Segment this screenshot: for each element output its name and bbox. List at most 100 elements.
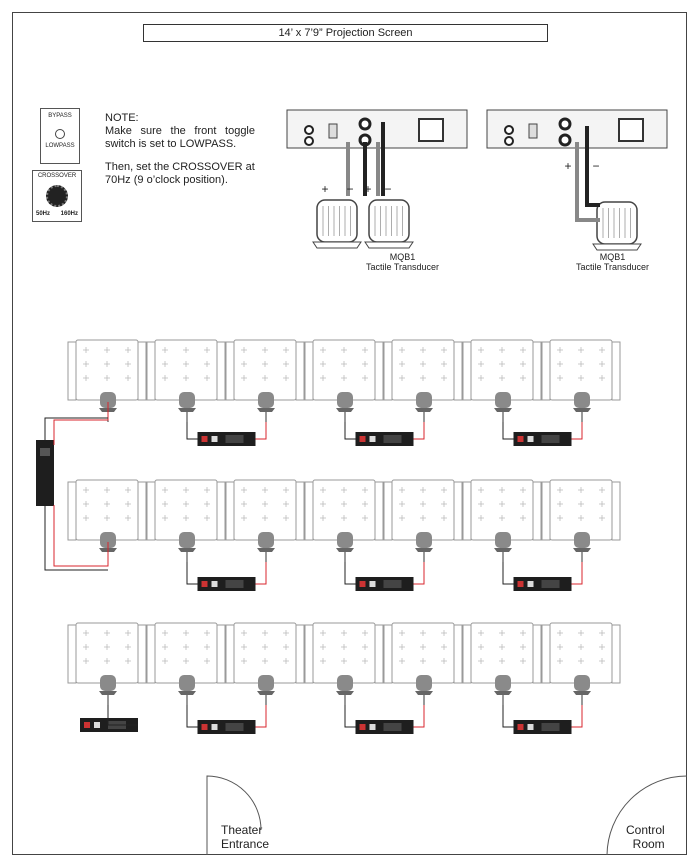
- seat-tuft: [341, 630, 347, 636]
- seat-tuft: [183, 630, 189, 636]
- amplifier: [197, 720, 256, 734]
- seat-tuft: [478, 375, 484, 381]
- transducer-body: [179, 392, 195, 408]
- seat-tuft: [241, 375, 247, 381]
- seat-armrest-left: [225, 341, 235, 401]
- seat: [225, 339, 305, 401]
- seat-armrest-left: [462, 341, 472, 401]
- amp-terminal: [527, 581, 534, 587]
- seat-armrest-right: [611, 341, 621, 401]
- seat-tuft: [83, 501, 89, 507]
- transducer-icon: [257, 675, 275, 705]
- seat-armrest-left: [383, 341, 393, 401]
- seat-tuft: [441, 487, 447, 493]
- seat-armrest-right: [216, 624, 226, 684]
- seat-tuft: [162, 375, 168, 381]
- projection-screen: 14’ x 7’9” Projection Screen: [143, 24, 548, 42]
- rear-panel-2: [486, 109, 668, 149]
- seat-tuft: [441, 658, 447, 664]
- transducer-icon: [573, 675, 591, 705]
- seat-armrest-right: [374, 624, 384, 684]
- seat: [541, 622, 621, 684]
- power-inlet: [418, 118, 444, 142]
- transducer-base: [178, 548, 196, 552]
- seat-tuft: [499, 375, 505, 381]
- seat-armrest-left: [225, 481, 235, 541]
- door-label-line: Control: [626, 823, 665, 837]
- amp-terminal: [369, 581, 376, 587]
- wire-red: [413, 562, 425, 585]
- transducer-desc: Tactile Transducer: [365, 262, 440, 272]
- seat-tuft: [183, 658, 189, 664]
- amp-panel: [225, 580, 244, 588]
- seat-tuft: [578, 658, 584, 664]
- seat-tuft: [283, 630, 289, 636]
- seat-tuft: [557, 658, 563, 664]
- seat-tuft: [262, 644, 268, 650]
- crossover-high-label: 160Hz: [60, 211, 78, 217]
- seat-tuft: [420, 515, 426, 521]
- seat-armrest-right: [374, 341, 384, 401]
- seat-tuft: [162, 630, 168, 636]
- seat-tuft: [125, 515, 131, 521]
- seat-tuft: [399, 644, 405, 650]
- wire-red: [571, 562, 583, 585]
- seat: [383, 339, 463, 401]
- transducer-base: [573, 408, 591, 412]
- seat: [225, 622, 305, 684]
- seat-tuft: [83, 630, 89, 636]
- seat-tuft: [520, 375, 526, 381]
- seat-tuft: [578, 515, 584, 521]
- seat-tuft: [83, 487, 89, 493]
- crossover-low-label: 50Hz: [36, 211, 51, 217]
- seat-tuft: [283, 644, 289, 650]
- transducer-icon: [415, 675, 433, 705]
- seat-armrest-right: [137, 481, 147, 541]
- seat-armrest-right: [532, 624, 542, 684]
- seat-tuft: [341, 347, 347, 353]
- seat-tuft: [599, 644, 605, 650]
- seat-tuft: [599, 515, 605, 521]
- transducer-body: [179, 675, 195, 691]
- transducer-body: [100, 675, 116, 691]
- transducer-desc: Tactile Transducer: [575, 262, 650, 272]
- amplifier: [355, 720, 414, 734]
- seat-tuft: [557, 375, 563, 381]
- seat-tuft: [320, 658, 326, 664]
- seat-tuft: [83, 644, 89, 650]
- transducer-base: [257, 408, 275, 412]
- seat-tuft: [125, 658, 131, 664]
- transducer-body: [258, 532, 274, 548]
- crossover-title: CROSSOVER: [37, 173, 77, 179]
- seat-tuft: [399, 487, 405, 493]
- transducer-icon: [99, 675, 117, 705]
- transducer-body: [495, 675, 511, 691]
- seat-tuft: [283, 501, 289, 507]
- seat-tuft: [204, 644, 210, 650]
- seat-tuft: [341, 487, 347, 493]
- seat-tuft: [420, 630, 426, 636]
- seat-tuft: [283, 515, 289, 521]
- transducer-large: [364, 199, 414, 249]
- seat-tuft: [441, 361, 447, 367]
- amp-panel: [225, 723, 244, 731]
- seat-tuft: [362, 644, 368, 650]
- seat-tuft: [83, 658, 89, 664]
- wire-red: [53, 505, 109, 567]
- seat-tuft: [399, 347, 405, 353]
- seat-armrest-right: [216, 481, 226, 541]
- seat: [146, 479, 226, 541]
- transducer-body: [416, 392, 432, 408]
- switch: [328, 123, 338, 139]
- seat-armrest-left: [146, 341, 156, 401]
- seat-tuft: [341, 375, 347, 381]
- seat-tuft: [204, 375, 210, 381]
- wire-black: [502, 422, 514, 440]
- side-amplifier: [36, 440, 54, 506]
- seat-tuft: [341, 361, 347, 367]
- note-line-1: Make sure the front toggle switch is set…: [105, 125, 255, 150]
- transducer-base: [415, 548, 433, 552]
- transducer-foot: [364, 241, 414, 249]
- seat-tuft: [241, 630, 247, 636]
- seat-tuft: [420, 487, 426, 493]
